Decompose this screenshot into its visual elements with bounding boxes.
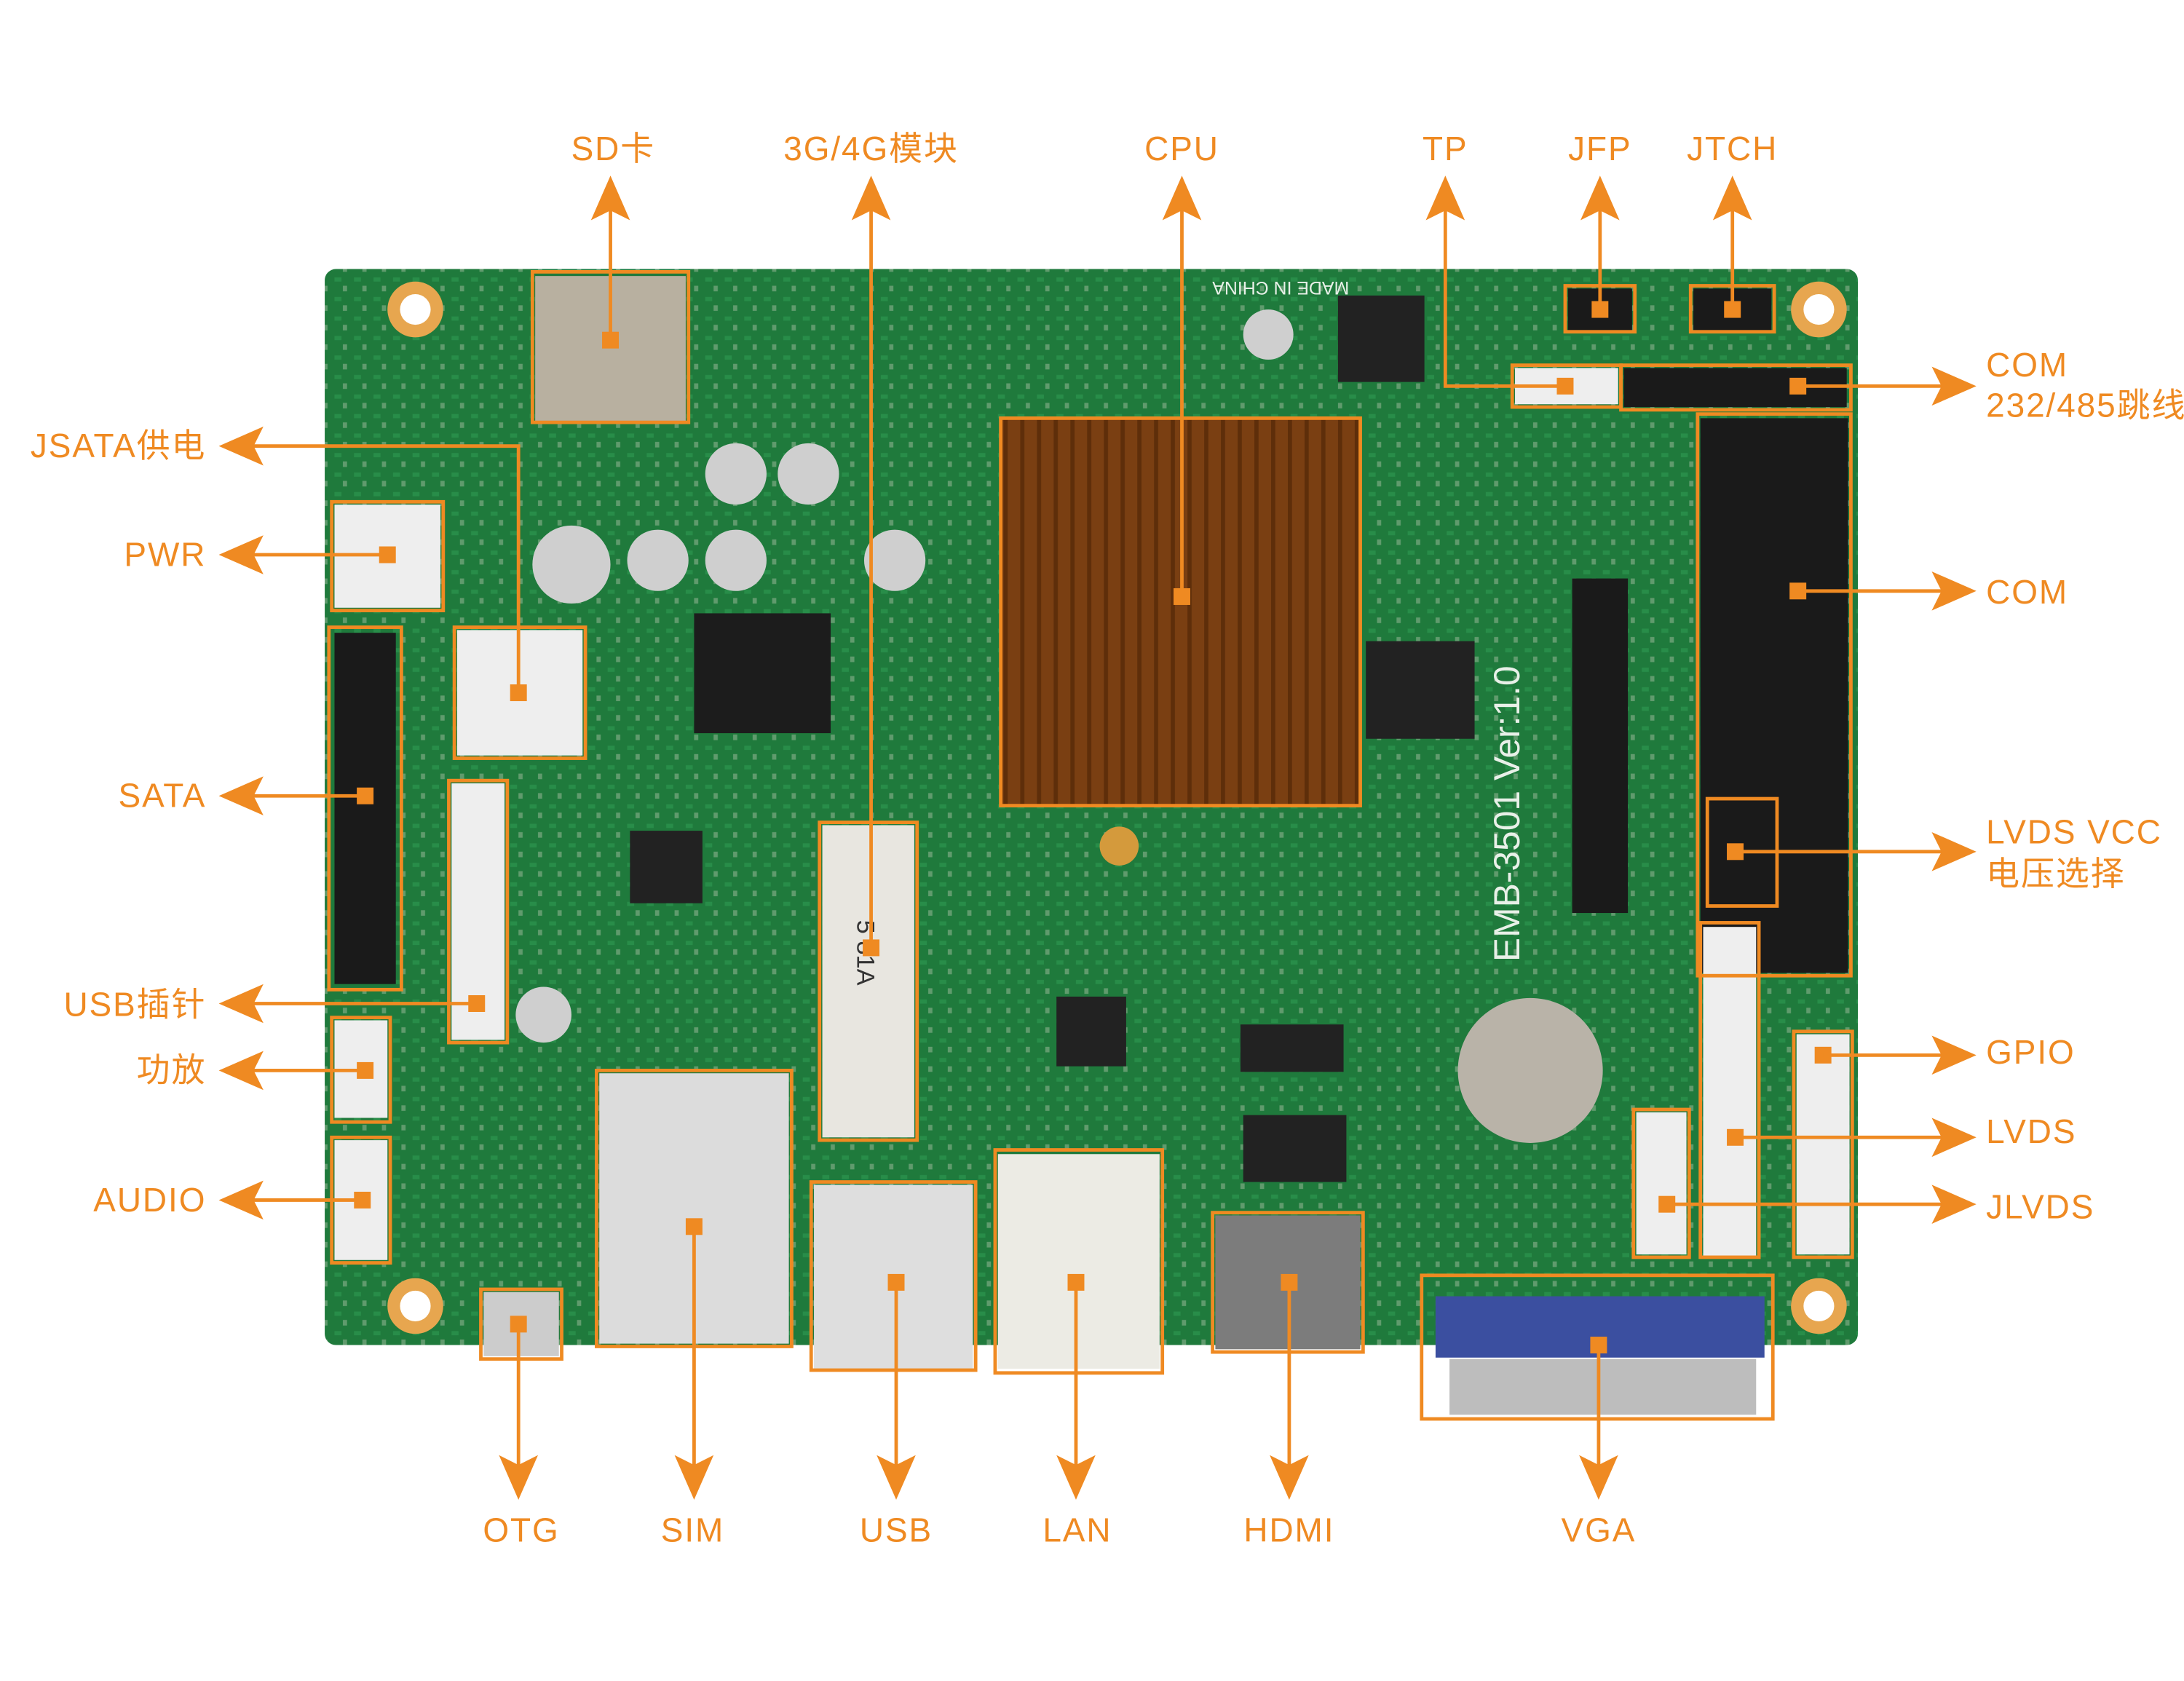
callout-pwr: PWR xyxy=(124,499,446,613)
callout-vga: VGA xyxy=(1420,1273,1775,1549)
callout-usb-header: USB插针 xyxy=(63,778,510,1045)
label-vga: VGA xyxy=(1562,1511,1637,1549)
callout-lan: LAN xyxy=(993,1148,1165,1549)
label-gpio: GPIO xyxy=(1986,1033,2076,1071)
label-jtch: JTCH xyxy=(1687,130,1778,167)
callout-audio: AUDIO xyxy=(93,1135,392,1265)
label-sd-card: SD卡 xyxy=(571,130,656,167)
silk-made: MADE IN CHINA xyxy=(1212,277,1349,298)
callout-usb: USB xyxy=(809,1180,978,1549)
label-otg: OTG xyxy=(483,1511,559,1549)
callout-3g4g-module: 3G/4G模块 xyxy=(783,130,959,1142)
callout-jsata-power: JSATA供电 xyxy=(31,426,587,760)
label-audio: AUDIO xyxy=(93,1181,206,1219)
callout-hdmi: HDMI xyxy=(1211,1211,1365,1549)
label-cpu: CPU xyxy=(1144,130,1219,167)
callout-jlvds: JLVDS xyxy=(1631,1107,2094,1259)
callout-jfp: JFP xyxy=(1563,130,1637,334)
pcb-board: EMB-3501 Ver:1.0 MADE IN CHINA 5 81A xyxy=(325,269,1859,1415)
callout-sata: SATA xyxy=(119,625,403,992)
label-usb: USB xyxy=(860,1511,933,1549)
label-jsata-power: JSATA供电 xyxy=(31,427,206,464)
label-com-jumper-line1: COM xyxy=(1986,346,2068,384)
label-lan: LAN xyxy=(1042,1511,1112,1549)
label-3g4g-module: 3G/4G模块 xyxy=(783,130,959,167)
callout-sd-card: SD卡 xyxy=(530,130,691,424)
callout-lvds-vcc: LVDS VCC 电压选择 xyxy=(1705,796,2162,908)
label-jfp: JFP xyxy=(1568,130,1631,167)
callout-com-jumper: COM 232/485跳线 xyxy=(1619,346,2184,424)
label-lvds-vcc-line2: 电压选择 xyxy=(1986,855,2125,893)
label-tp: TP xyxy=(1423,130,1468,167)
callout-sim: SIM xyxy=(595,1068,794,1549)
callout-gpio: GPIO xyxy=(1792,1029,2076,1259)
callout-otg: OTG xyxy=(479,1287,563,1549)
label-sim: SIM xyxy=(661,1511,724,1549)
callout-com: COM xyxy=(1696,412,2068,978)
callout-lvds: LVDS xyxy=(1698,921,2076,1259)
callout-jtch: JTCH xyxy=(1687,130,1778,334)
label-pwr: PWR xyxy=(124,535,206,573)
label-sata: SATA xyxy=(119,777,207,815)
callout-tp: TP xyxy=(1423,130,1623,409)
label-hdmi: HDMI xyxy=(1243,1511,1334,1549)
label-lvds-vcc-line1: LVDS VCC xyxy=(1986,812,2162,850)
label-com: COM xyxy=(1986,573,2068,611)
silk-model: EMB-3501 Ver:1.0 xyxy=(1487,665,1527,962)
callout-amplifier: 功放 xyxy=(137,1016,392,1124)
label-com-jumper-line2: 232/485跳线 xyxy=(1986,386,2184,424)
callout-cpu: CPU xyxy=(999,130,1362,808)
label-lvds: LVDS xyxy=(1986,1112,2076,1150)
label-usb-header: USB插针 xyxy=(63,986,206,1024)
label-amplifier: 功放 xyxy=(137,1051,207,1089)
label-jlvds: JLVDS xyxy=(1986,1187,2094,1225)
